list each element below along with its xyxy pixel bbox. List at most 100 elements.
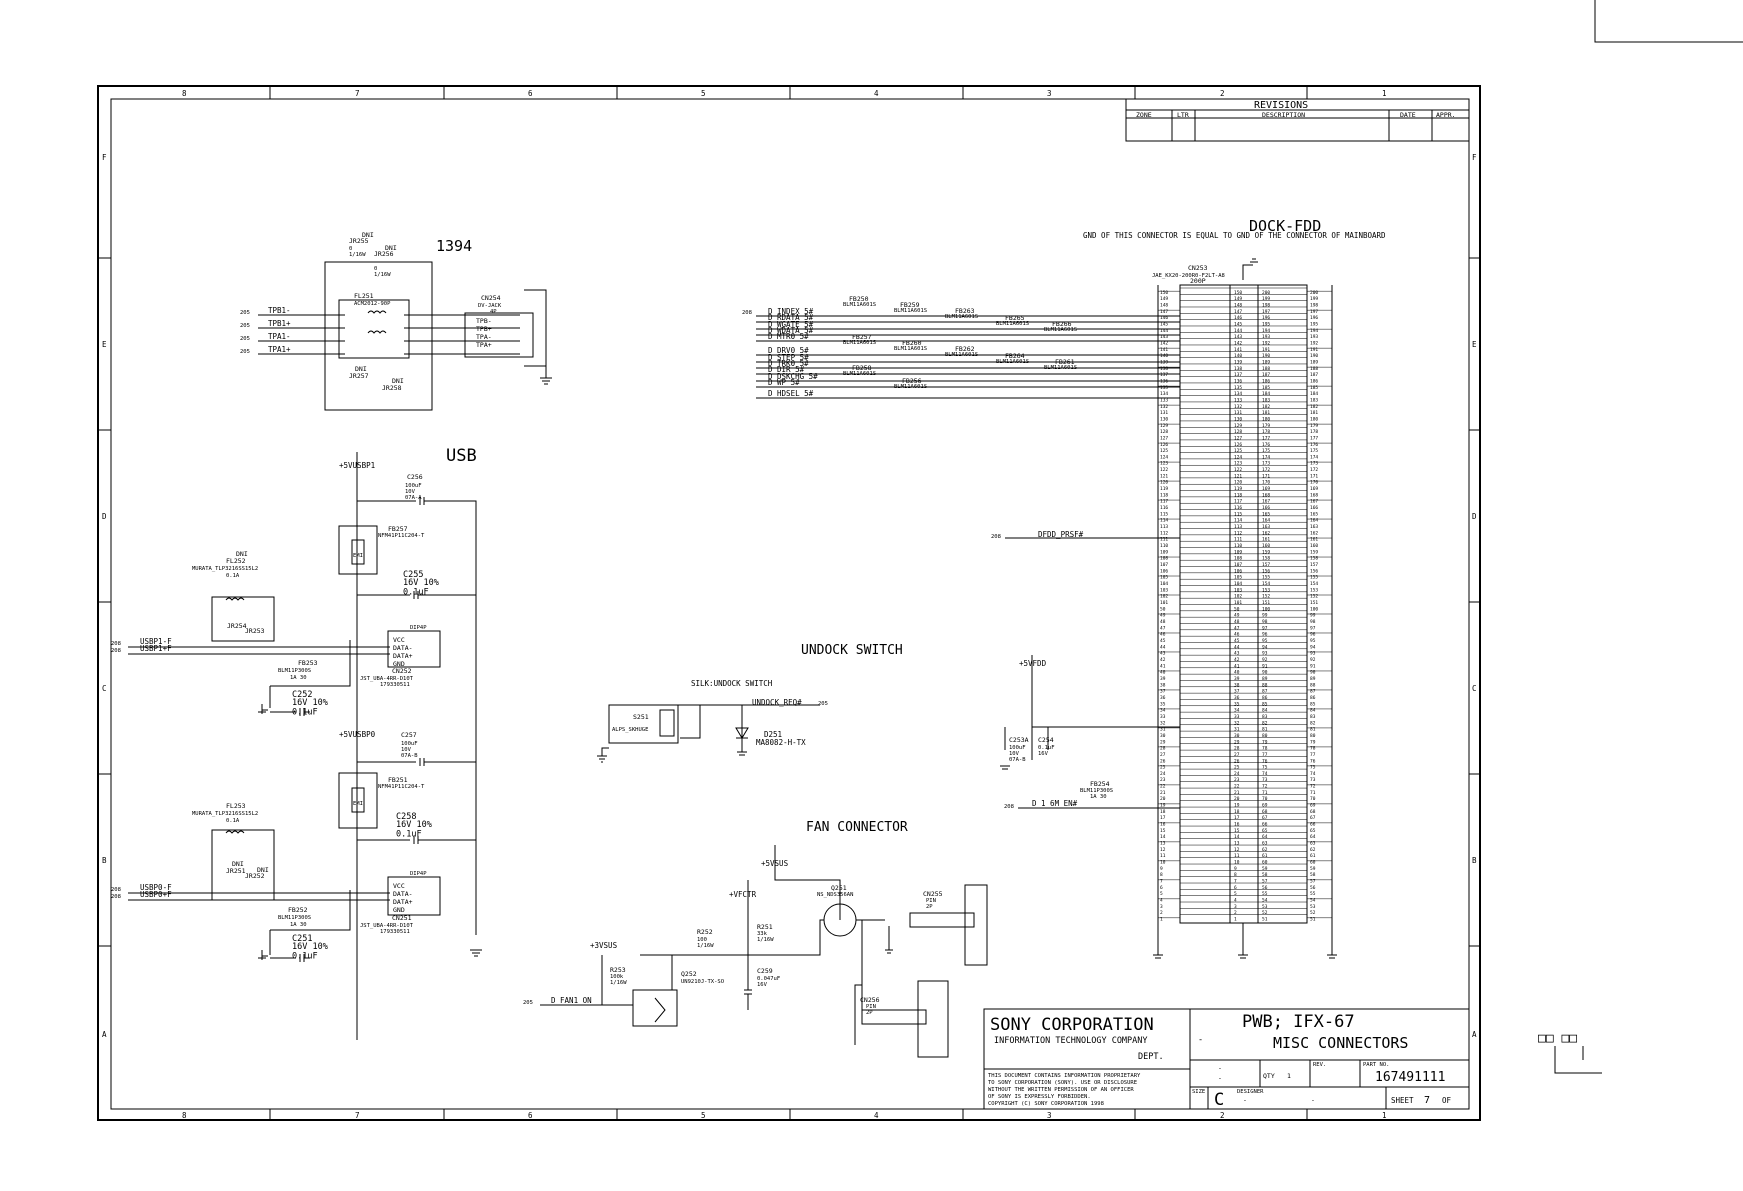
pin-number: 62 (1310, 847, 1316, 853)
cn251-label: CN251 (392, 914, 412, 922)
qty-value: 1 (1287, 1072, 1291, 1080)
pin-number: 94 (1262, 644, 1268, 650)
pin-number: 172 (1310, 467, 1318, 473)
pin-number: 165 (1310, 511, 1318, 517)
pin-number: 114 (1234, 518, 1242, 524)
pin-number: 11 (1234, 853, 1240, 859)
pin-number: 185 (1310, 385, 1318, 391)
notice-line: TO SONY CORPORATION (SONY). USE OR DISCL… (988, 1080, 1137, 1086)
pwb-name: PWB; IFX-67 (1242, 1012, 1355, 1032)
pin-number: 24 (1234, 771, 1240, 777)
net-d-wp: D_WP_5# (768, 378, 800, 387)
pin-number: 6 (1234, 885, 1237, 891)
pin-number: 10 (1160, 860, 1166, 866)
pin-number: 121 (1234, 473, 1242, 479)
col-label: 4 (874, 1111, 879, 1120)
ref-label: 208 (111, 887, 121, 893)
pin-number: 197 (1262, 309, 1270, 315)
size-label: SIZE (1192, 1089, 1205, 1095)
pin-number: 86 (1262, 695, 1268, 701)
pin-number: 44 (1160, 644, 1166, 650)
pin-number: 167 (1310, 499, 1318, 505)
pin-number: 91 (1262, 663, 1268, 669)
jr257-label: JR257 (349, 372, 369, 380)
fb-part: BLM11A601S (945, 314, 978, 320)
row-label: D (1472, 512, 1477, 521)
row-label: F (1472, 153, 1477, 162)
pin-number: 158 (1310, 556, 1318, 562)
pin-number: 74 (1310, 771, 1316, 777)
jr255-label: JR255 (349, 237, 369, 245)
pin-number: 75 (1310, 765, 1316, 771)
cn254-label: CN254 (481, 294, 501, 302)
pin-number: 164 (1310, 518, 1318, 524)
q252-part: UN9210J-TX-SO (681, 979, 724, 985)
conn-vcc: VCC (393, 636, 405, 644)
pin-number: 84 (1310, 708, 1316, 714)
qty-label: QTY (1263, 1072, 1275, 1080)
pin-number: 17 (1234, 815, 1240, 821)
pin-number: 168 (1310, 492, 1318, 498)
pin-number: 129 (1160, 423, 1168, 429)
pin-number: 142 (1234, 340, 1242, 346)
clk-net: D_1_6M_EN# (1032, 799, 1078, 808)
fb262-label: FB262 (955, 345, 975, 353)
pin-number: 31 (1160, 727, 1166, 733)
vcc-usbp0: +5VUSBP0 (339, 730, 376, 739)
pin-number: 146 (1160, 315, 1168, 321)
q251-label: Q251 (831, 884, 847, 892)
pin-number: 6 (1160, 885, 1163, 891)
pin-number: 141 (1234, 347, 1242, 353)
ref-label: 208 (111, 648, 121, 654)
pin-number: 98 (1310, 619, 1316, 625)
pin-number: 78 (1262, 746, 1268, 752)
pin-number: 53 (1262, 904, 1268, 910)
pin-number: 51 (1262, 917, 1268, 923)
fb-part: BLM11A601S (843, 340, 876, 346)
pin-number: 61 (1262, 853, 1268, 859)
pin-number: 137 (1234, 372, 1242, 378)
pin-number: 45 (1234, 638, 1240, 644)
pin-number: 20 (1234, 796, 1240, 802)
c255-label: C255 (403, 570, 423, 580)
pin-number: 145 (1234, 321, 1242, 327)
pin-number: 16 (1160, 822, 1166, 828)
pin-number: 177 (1262, 435, 1270, 441)
fb251-box (338, 772, 378, 829)
pin-number: 25 (1160, 765, 1166, 771)
pin-number: 101 (1234, 600, 1242, 606)
pin-number: 163 (1310, 524, 1318, 530)
col-label: 2 (1220, 89, 1225, 98)
conn-gnd: GND (393, 906, 405, 914)
pin-number: 35 (1160, 701, 1166, 707)
pin-number: 170 (1262, 480, 1270, 486)
pin-number: 77 (1262, 752, 1268, 758)
pin-number: 26 (1234, 758, 1240, 764)
pin-number: 84 (1262, 708, 1268, 714)
pin-number: 121 (1160, 473, 1168, 479)
fb266-label: FB266 (1052, 320, 1072, 328)
pin-number: 5 (1234, 891, 1237, 897)
pin-number: 189 (1262, 359, 1270, 365)
vfctr-label: +VFCTR (729, 890, 757, 899)
pin-number: 120 (1160, 480, 1168, 486)
fb254-value: 1A 30 (1090, 794, 1107, 800)
col-label: 3 (1047, 1111, 1052, 1120)
pin-number: 124 (1234, 454, 1242, 460)
of-label: OF (1442, 1096, 1452, 1105)
pin-number: 97 (1262, 625, 1268, 631)
pin-number: 96 (1262, 632, 1268, 638)
pin-number: 18 (1160, 809, 1166, 815)
pin-number: 116 (1234, 505, 1242, 511)
rev-header-appr: APPR. (1436, 111, 1456, 119)
pin-number: 111 (1160, 537, 1168, 543)
net-d-dir: D_DIR_5# (768, 365, 805, 374)
pin-number: 190 (1262, 353, 1270, 359)
pin-number: 39 (1160, 676, 1166, 682)
net-d-index: D_INDEX_5# (768, 307, 814, 316)
pin-number: 134 (1160, 391, 1168, 397)
pin-number: 168 (1262, 492, 1270, 498)
